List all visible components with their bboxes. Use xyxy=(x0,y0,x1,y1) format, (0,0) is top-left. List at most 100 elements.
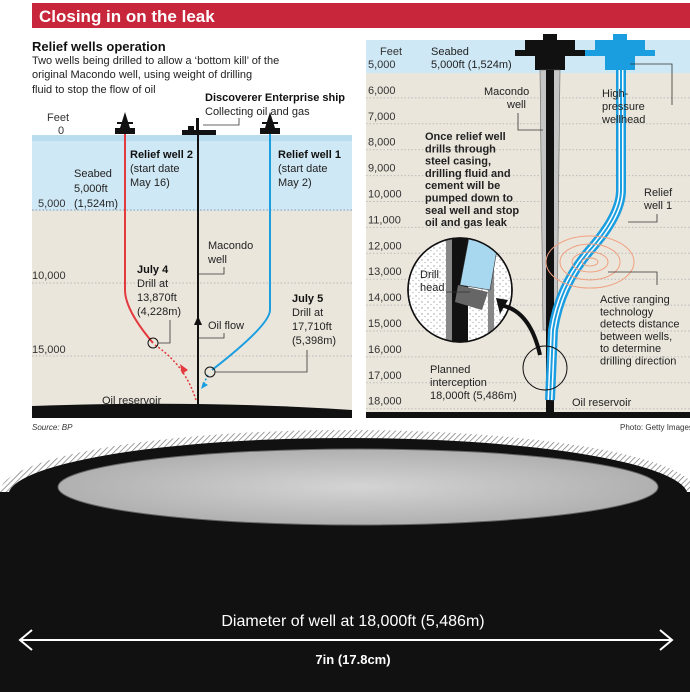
right-panel: Feet 5,000 6,000 7,000 8,000 9,000 10,000 11,0… xyxy=(366,34,690,432)
depth-label: 6,000 xyxy=(368,85,396,97)
depth-label: 5,000 xyxy=(368,59,396,71)
note-text: oil and gas leak xyxy=(425,217,508,229)
macondo-label: well xyxy=(207,254,227,266)
relief-well-label: well 1 xyxy=(643,200,672,212)
water xyxy=(32,135,352,211)
depth-label: 17,000 xyxy=(368,370,402,382)
july4-label: July 4 xyxy=(137,264,169,276)
relief-well-1-label: Relief well 1 xyxy=(278,149,341,161)
ranging-text: drilling direction xyxy=(600,356,676,368)
ranging-waves xyxy=(545,235,635,289)
july5-label: (5,398m) xyxy=(292,335,336,347)
depth-label: 0 xyxy=(58,125,64,137)
macondo-well-shaft xyxy=(546,70,554,412)
depth-label: 9,000 xyxy=(368,163,396,175)
ranging-text: Active ranging xyxy=(600,294,670,306)
well-bore xyxy=(57,448,659,526)
relief-well-1-label: (start date xyxy=(278,163,328,175)
rig-icon xyxy=(260,112,280,134)
relief-well-2-path xyxy=(124,134,154,344)
depth-label: 15,000 xyxy=(32,344,66,356)
depth-label: 16,000 xyxy=(368,344,402,356)
arrow-up-icon xyxy=(194,316,202,325)
reservoir-band xyxy=(32,403,352,418)
page-title: Closing in on the leak xyxy=(39,7,215,26)
left-panel: Relief wells operation Two wells being d… xyxy=(32,39,352,432)
depth-label: 8,000 xyxy=(368,137,396,149)
depth-label: 5,000 xyxy=(38,198,66,210)
ranging-text: technology xyxy=(600,306,654,318)
oil-reservoir-label: Oil reservoir xyxy=(102,395,162,407)
macondo-label: Macondo xyxy=(484,86,529,98)
seabed-label: (1,524m) xyxy=(74,198,118,210)
depth-label: 11,000 xyxy=(368,214,401,226)
depth-label: 15,000 xyxy=(368,318,402,330)
macondo-label: Macondo xyxy=(208,240,253,252)
note-text: Once relief well xyxy=(425,131,506,143)
interception-marker xyxy=(522,345,568,391)
macondo-label: well xyxy=(506,99,526,111)
drill-head-label: head xyxy=(420,282,444,294)
ship-subtitle: Collecting oil and gas xyxy=(205,106,310,118)
wellhead-label: wellhead xyxy=(601,114,645,126)
ship-title: Discoverer Enterprise ship xyxy=(205,92,345,104)
july5-label: July 5 xyxy=(292,293,323,305)
depth-label: 10,000 xyxy=(368,189,402,201)
macondo-wellhead-icon xyxy=(515,34,585,70)
july5-label: 17,710ft xyxy=(292,321,332,333)
axis-label-feet: Feet xyxy=(380,46,402,58)
depth-label: 13,000 xyxy=(368,266,402,278)
depth-label: 10,000 xyxy=(32,270,66,282)
oil-reservoir-label: Oil reservoir xyxy=(572,397,632,409)
interception-label: interception xyxy=(430,377,487,389)
ground xyxy=(32,211,352,411)
note-text: steel casing, xyxy=(425,156,491,168)
note-text: drilling fluid and xyxy=(425,168,511,180)
drill-head-inset xyxy=(407,237,513,343)
relief-well-2-label: May 16) xyxy=(130,177,170,189)
seabed-label: Seabed xyxy=(431,46,469,58)
intro-line: fluid to stop the flow of oil xyxy=(32,84,156,96)
interception-label: 18,000ft (5,486m) xyxy=(430,390,517,402)
seabed-label: 5,000ft xyxy=(74,183,108,195)
ranging-text: between wells, xyxy=(600,331,672,343)
rig-icon xyxy=(115,112,135,134)
intro-line: Two wells being drilled to allow a ‘bott… xyxy=(32,55,279,67)
ranging-text: to determine xyxy=(600,343,661,355)
depth-label: 12,000 xyxy=(368,240,402,252)
relief-well-label: Relief xyxy=(644,187,673,199)
seabed-label: Seabed xyxy=(74,168,112,180)
double-arrow-icon xyxy=(18,629,674,651)
drill-head-label: Drill xyxy=(420,269,439,281)
title-bar xyxy=(32,3,690,28)
note-text: seal well and stop xyxy=(425,205,519,217)
relief-well-1-path xyxy=(211,134,271,371)
axis-label-feet: Feet xyxy=(47,112,69,124)
relief-wellhead-icon xyxy=(585,34,655,70)
note-text: pumped down to xyxy=(425,193,513,205)
wellhead-label: pressure xyxy=(602,101,645,113)
depth-label: 7,000 xyxy=(368,111,396,123)
relief-well-1-label: May 2) xyxy=(278,177,312,189)
wellhead-label: High- xyxy=(602,88,629,100)
drill-head-icon xyxy=(455,285,488,310)
relief-well-2-label: Relief well 2 xyxy=(130,149,193,161)
note-text: cement will be xyxy=(425,180,500,192)
well-cross-section: Diameter of well at 18,000ft (5,486m) 7i… xyxy=(0,430,690,692)
seabed-label: 5,000ft (1,524m) xyxy=(431,59,512,71)
ranging-text: detects distance xyxy=(600,319,680,331)
july4-label: (4,228m) xyxy=(137,306,181,318)
intro-line: original Macondo well, using weight of d… xyxy=(32,69,252,81)
july4-label: 13,870ft xyxy=(137,292,177,304)
july4-label: Drill at xyxy=(137,278,168,290)
relief-well-2-label: (start date xyxy=(130,163,180,175)
depth-label: 14,000 xyxy=(368,292,402,304)
note-text: drills through xyxy=(425,143,496,155)
diameter-value: 7in (17.8cm) xyxy=(315,652,390,667)
photo-credit: Photo: Getty Images xyxy=(620,423,690,432)
source-credit: Source: BP xyxy=(32,423,73,432)
arrow-icon xyxy=(180,364,188,374)
interception-label: Planned xyxy=(430,364,470,376)
depth-label: 18,000 xyxy=(368,396,402,408)
